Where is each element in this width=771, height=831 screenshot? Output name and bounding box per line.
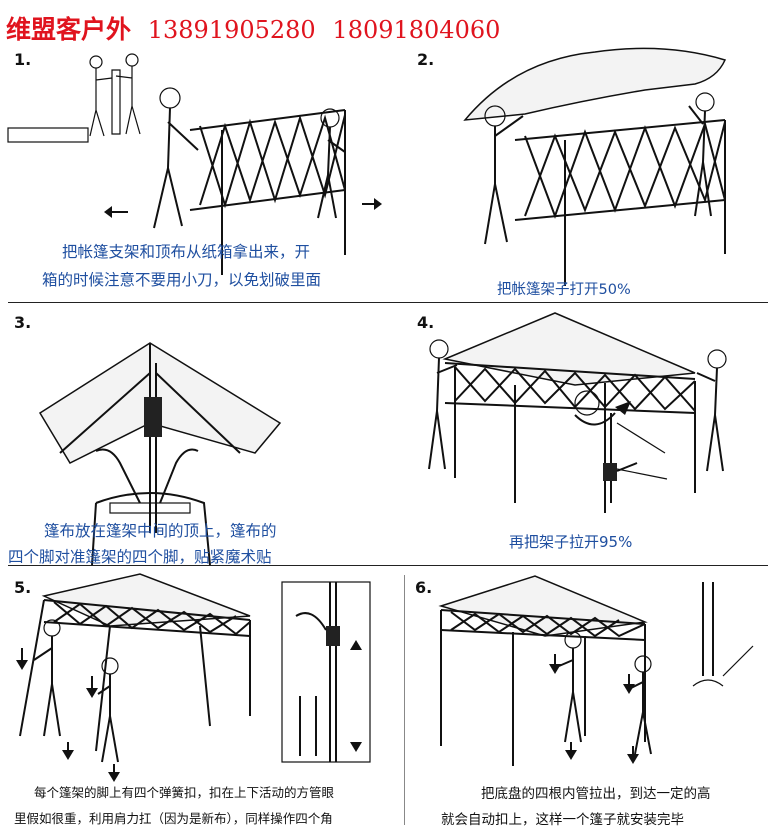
step-4-caption-line-1: 再把架子拉开95% [509, 533, 633, 551]
step-5-caption-line-1: 每个篷架的脚上有四个弹簧扣，扣在上下活动的方管眼 [34, 785, 335, 800]
step-6-caption-line-1: 把底盘的四根内管拉出，到达一定的高 [481, 786, 711, 802]
row-divider-1 [8, 302, 768, 303]
step-4-panel: 4. 再把架子拉开95% [405, 303, 771, 565]
step-3-panel: 3. 篷布放在篷架中间的顶上，篷布的 四个脚对准篷架的四个脚，贴紧魔术贴 [0, 303, 405, 565]
step-3-caption-line-1: 篷布放在篷架中间的顶上，篷布的 [44, 522, 277, 540]
header-title: 维盟客户外 13891905280 18091804060 [6, 10, 500, 46]
step-5-number: 5. [14, 578, 32, 597]
column-divider [404, 575, 405, 825]
step-3-illustration [38, 342, 282, 565]
step-1-illustration [7, 53, 382, 275]
step-2-panel: 2. 把帐篷架子打开50% [405, 40, 771, 302]
step-3-number: 3. [14, 313, 32, 332]
step-6-caption-line-2: 就会自动扣上，这样一个篷子就安装完毕 [441, 812, 684, 828]
step-5-panel: 5. 每个篷架的脚上有四个弹簧扣，扣在上下活动的方管眼 里假如很重，利用肩力扛（… [0, 566, 405, 831]
brand-name: 维盟客户外 [6, 15, 132, 44]
phone-number-2: 18091804060 [332, 16, 501, 44]
step-1-number: 1. [14, 50, 32, 69]
step-4-number: 4. [417, 313, 435, 332]
row-divider-2 [8, 565, 768, 566]
step-3-caption-line-2: 四个脚对准篷架的四个脚，贴紧魔术贴 [8, 548, 272, 565]
phone-number-1: 13891905280 [147, 16, 316, 44]
step-5-illustration [16, 573, 371, 782]
step-6-number: 6. [415, 578, 433, 597]
step-5-caption-line-2: 里假如很重，利用肩力扛（因为是新布），同样操作四个角 [14, 811, 333, 826]
step-6-panel: 6. 把底盘的四根内管拉出，到达一定的高 就会自动扣上，这样一个篷子就安装完毕 [405, 566, 771, 831]
step-1-caption-line-1: 把帐篷支架和顶布从纸箱拿出来，开 [62, 243, 311, 261]
step-2-number: 2. [417, 50, 435, 69]
step-2-illustration [463, 47, 727, 286]
step-1-panel: 1. 把帐篷支架和顶布从纸箱拿出来，开 箱的时候注意不要用小刀，以免划破里面 [0, 40, 405, 302]
step-1-caption-line-2: 箱的时候注意不要用小刀，以免划破里面 [42, 271, 322, 289]
step-6-illustration [438, 575, 754, 766]
step-2-caption-line-1: 把帐篷架子打开50% [497, 282, 631, 298]
step-4-illustration [428, 312, 727, 513]
